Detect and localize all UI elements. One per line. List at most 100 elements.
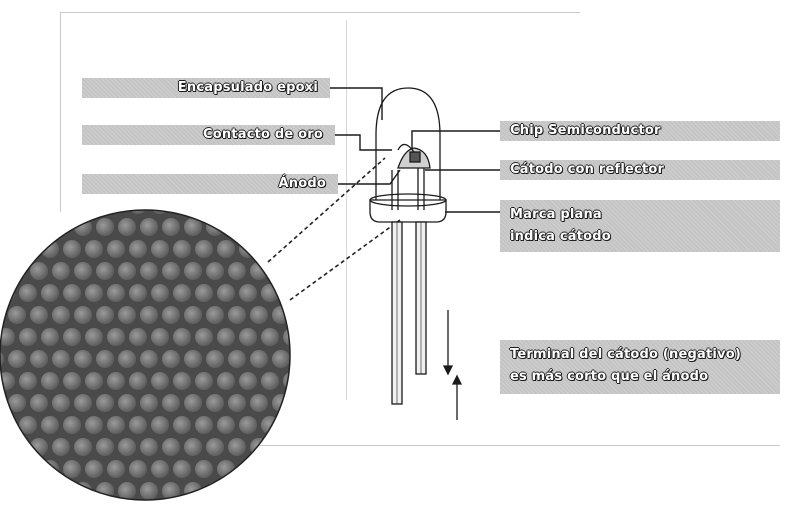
- texture-dot: [217, 240, 235, 258]
- texture-dot: [173, 240, 191, 258]
- texture-dot: [30, 350, 48, 368]
- texture-dot: [140, 218, 158, 236]
- texture-dot: [85, 240, 103, 258]
- label-flat-mark-line2: indica cátodo: [510, 229, 611, 244]
- label-flat-mark-line1: Marca plana: [510, 207, 602, 222]
- texture-dot: [173, 416, 191, 434]
- texture-dot: [19, 372, 37, 390]
- texture-dot: [250, 394, 268, 412]
- texture-dot: [217, 416, 235, 434]
- texture-dot: [96, 306, 114, 324]
- texture-dot: [107, 328, 125, 346]
- texture-dot: [30, 394, 48, 412]
- texture-dot: [41, 328, 59, 346]
- texture-dot: [96, 482, 114, 500]
- texture-dot: [162, 306, 180, 324]
- texture-dot: [206, 394, 224, 412]
- texture-dot: [195, 328, 213, 346]
- texture-dot: [85, 284, 103, 302]
- texture-dot: [239, 328, 257, 346]
- texture-dot: [151, 328, 169, 346]
- texture-dot: [129, 416, 147, 434]
- texture-dot: [206, 306, 224, 324]
- texture-dot: [162, 394, 180, 412]
- texture-dot: [74, 306, 92, 324]
- texture-dot: [52, 262, 70, 280]
- texture-dot: [0, 416, 15, 434]
- texture-dot: [41, 372, 59, 390]
- texture-dot: [239, 416, 257, 434]
- texture-dot: [52, 394, 70, 412]
- label-cathode-terminal-line1: Terminal del cátodo (negativo): [510, 347, 741, 362]
- texture-dot: [41, 416, 59, 434]
- led-body: [369, 87, 447, 405]
- leader-lines: [330, 87, 500, 213]
- texture-dot: [195, 284, 213, 302]
- texture-dot: [63, 284, 81, 302]
- texture-dot: [217, 284, 235, 302]
- texture-dot: [184, 262, 202, 280]
- texture-dot: [74, 438, 92, 456]
- texture-dot: [239, 372, 257, 390]
- label-semiconductor-chip: Chip Semiconductor: [500, 121, 780, 141]
- texture-dot: [107, 416, 125, 434]
- texture-dot: [96, 394, 114, 412]
- texture-dot: [261, 372, 279, 390]
- texture-dot: [206, 350, 224, 368]
- texture-dot: [184, 438, 202, 456]
- texture-dot: [96, 218, 114, 236]
- frame-divider-line: [346, 20, 347, 400]
- texture-dot: [206, 262, 224, 280]
- texture-dot: [107, 240, 125, 258]
- texture-dot: [140, 482, 158, 500]
- texture-dot: [162, 438, 180, 456]
- texture-dot: [250, 350, 268, 368]
- texture-dot: [85, 416, 103, 434]
- texture-dot: [63, 372, 81, 390]
- texture-dot: [118, 262, 136, 280]
- texture-dot: [30, 262, 48, 280]
- texture-dot: [239, 284, 257, 302]
- texture-dot: [41, 240, 59, 258]
- label-epoxy-case: Encapsulado epoxi: [82, 78, 330, 98]
- texture-dot: [217, 372, 235, 390]
- texture-dot: [195, 460, 213, 478]
- texture-dot: [52, 306, 70, 324]
- texture-dot: [250, 306, 268, 324]
- texture-dot: [151, 240, 169, 258]
- texture-dot: [85, 372, 103, 390]
- texture-dot: [173, 284, 191, 302]
- texture-dot: [19, 328, 37, 346]
- label-gold-contact: Contacto de oro: [82, 125, 335, 145]
- texture-dot: [107, 460, 125, 478]
- texture-dot: [63, 460, 81, 478]
- texture-dot: [173, 328, 191, 346]
- texture-dot: [206, 218, 224, 236]
- texture-dot: [151, 416, 169, 434]
- texture-dot: [195, 372, 213, 390]
- texture-dot: [217, 328, 235, 346]
- texture-dot: [250, 438, 268, 456]
- texture-dot: [118, 482, 136, 500]
- texture-dot: [173, 372, 191, 390]
- frame-left-line: [60, 12, 61, 212]
- texture-dot: [195, 240, 213, 258]
- texture-dot: [74, 482, 92, 500]
- texture-dot: [228, 394, 246, 412]
- label-cathode-terminal: Terminal del cátodo (negativo) es más co…: [500, 340, 780, 394]
- texture-dot: [162, 482, 180, 500]
- texture-dot: [52, 438, 70, 456]
- frame-bottom-line: [60, 445, 780, 446]
- texture-dot: [118, 306, 136, 324]
- texture-dot: [206, 438, 224, 456]
- texture-dot: [261, 328, 279, 346]
- texture-dot: [184, 350, 202, 368]
- texture-dot: [283, 328, 290, 346]
- texture-dot: [118, 438, 136, 456]
- texture-dot: [63, 328, 81, 346]
- texture-dot: [118, 394, 136, 412]
- texture-dot: [184, 482, 202, 500]
- magnification-lines: [267, 157, 401, 301]
- texture-dot: [195, 416, 213, 434]
- texture-dot: [239, 240, 257, 258]
